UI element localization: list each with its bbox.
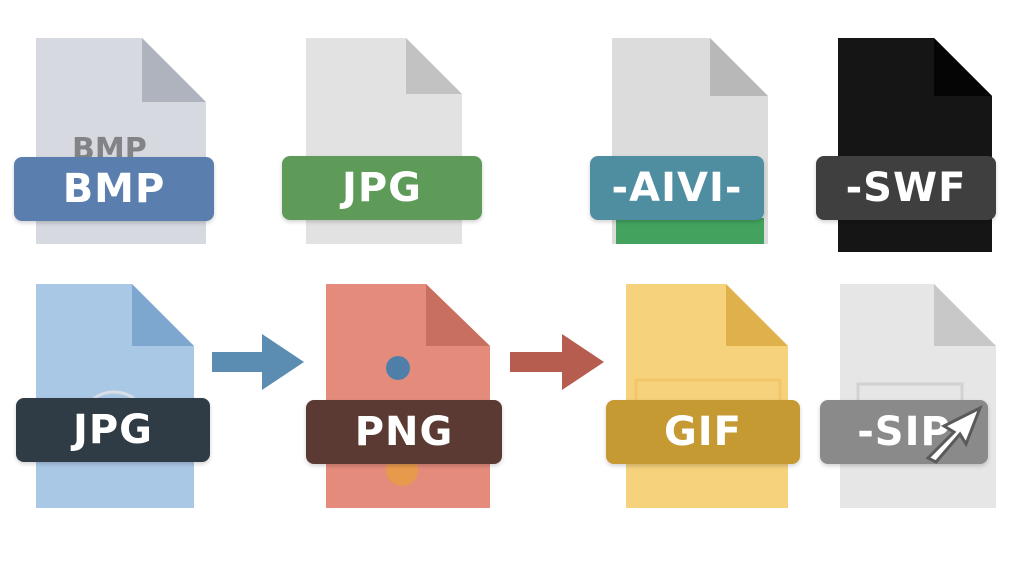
avi-file-icon: -AIVI- xyxy=(588,32,784,254)
file-document-icon xyxy=(612,38,768,244)
bmp-label: BMP xyxy=(14,157,214,221)
file-document-icon xyxy=(36,284,194,508)
jpg-source-file-icon: JPG xyxy=(14,280,214,514)
gif-label: GIF xyxy=(606,400,800,464)
file-document-icon xyxy=(626,284,788,508)
file-document-icon xyxy=(306,38,462,244)
bmp-file-icon: BMP BMP xyxy=(14,32,214,254)
sip-file-icon: -SIP xyxy=(818,280,1014,514)
png-label: PNG xyxy=(306,400,502,464)
jpg-top-label: JPG xyxy=(282,156,482,220)
sip-label: -SIP xyxy=(820,400,988,464)
cross-arrow-icon xyxy=(925,404,983,464)
file-document-icon xyxy=(326,284,490,508)
gif-file-icon: GIF xyxy=(606,280,806,514)
file-document-icon xyxy=(838,38,992,252)
swf-file-icon: -SWF xyxy=(812,32,1012,254)
avi-label: -AIVI- xyxy=(590,156,764,220)
swf-label: -SWF xyxy=(816,156,996,220)
arrow-right-icon xyxy=(212,334,304,390)
arrow-right-icon xyxy=(510,334,604,390)
png-file-icon: PNG xyxy=(306,280,506,514)
jpg-file-icon: JPG xyxy=(282,32,482,254)
jpg-bottom-label: JPG xyxy=(16,398,210,462)
file-document-icon xyxy=(840,284,996,508)
